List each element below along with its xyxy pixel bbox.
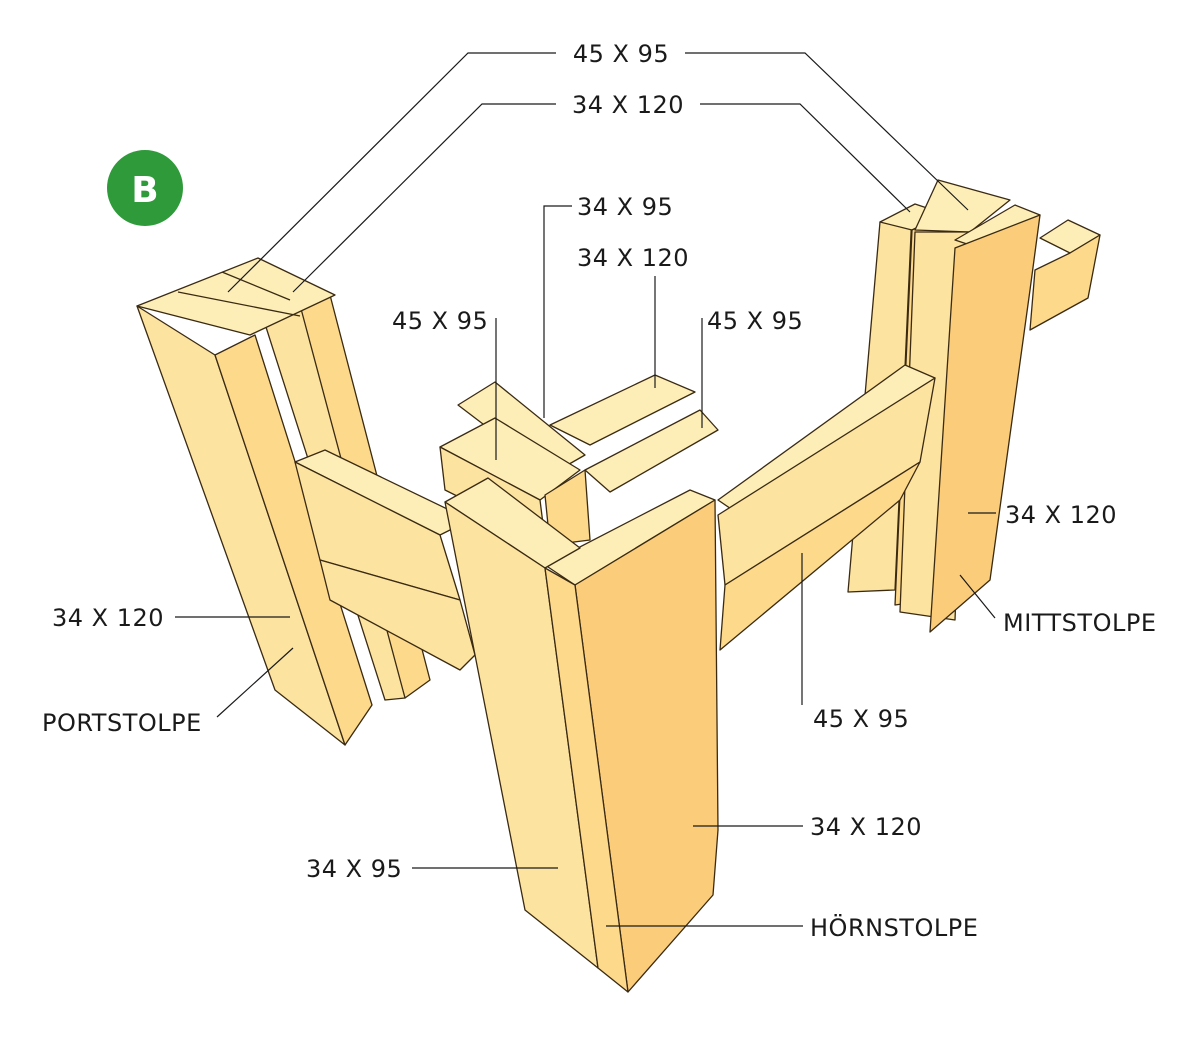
label-top-45x95: 45 X 95 (573, 40, 669, 68)
hornstolpe-post (439, 374, 719, 993)
label-corner-34x95: 34 X 95 (306, 855, 402, 883)
label-center-34x95: 34 X 95 (577, 193, 673, 221)
label-hornstolpe: HÖRNSTOLPE (810, 913, 978, 942)
left-beam (294, 449, 476, 671)
label-portstolpe: PORTSTOLPE (42, 709, 202, 737)
label-left-34x120: 34 X 120 (52, 604, 164, 632)
label-beam-45x95: 45 X 95 (813, 705, 909, 733)
label-center-34x120: 34 X 120 (577, 244, 689, 272)
right-beam (717, 364, 936, 651)
section-badge: B (107, 150, 183, 226)
label-center-right-45x95: 45 X 95 (707, 307, 803, 335)
badge-letter: B (131, 170, 158, 211)
dimension-labels: 45 X 95 34 X 120 34 X 95 34 X 120 45 X 9… (42, 40, 1156, 942)
label-top-34x120: 34 X 120 (572, 91, 684, 119)
leader-lines (175, 52, 996, 927)
label-corner-34x120: 34 X 120 (810, 813, 922, 841)
label-right-34x120: 34 X 120 (1005, 501, 1117, 529)
label-center-left-45x95: 45 X 95 (392, 307, 488, 335)
label-mittstolpe: MITTSTOLPE (1003, 609, 1156, 637)
